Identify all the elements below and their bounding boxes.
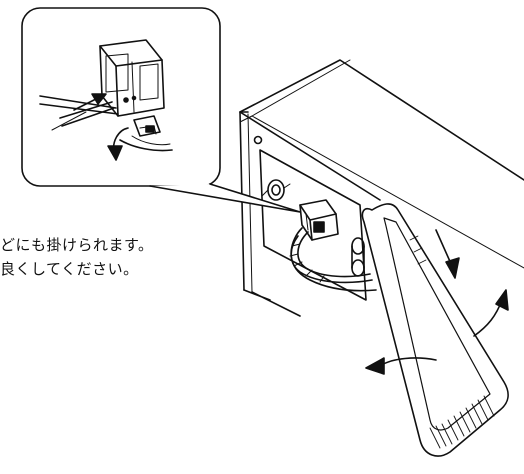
callout-box — [21, 7, 301, 213]
round-jack — [261, 179, 291, 201]
callout-wires — [39, 93, 119, 131]
loop-frame — [361, 203, 509, 457]
down-arrow-icon — [435, 229, 460, 279]
caption-line-2: 良くしてください。 — [0, 260, 139, 278]
panel-fitting — [351, 237, 365, 277]
device-chassis — [239, 59, 524, 317]
caption-line-1: どにも掛けられます。 — [0, 236, 154, 254]
rear-panel-plate — [259, 149, 367, 301]
callout-curved-arrow-icon — [107, 127, 173, 161]
rotate-right-arrow-icon — [473, 289, 509, 337]
connector-cables — [289, 227, 377, 292]
rotate-left-arrow-icon — [365, 357, 437, 375]
callout-latch — [133, 115, 161, 137]
